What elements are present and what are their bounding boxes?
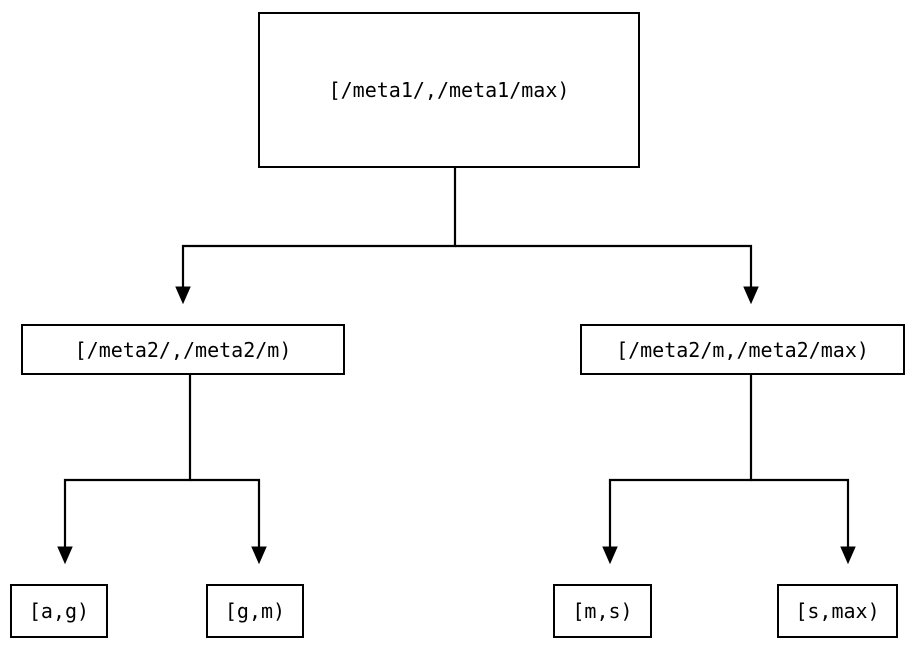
- tree-node-mid-right[interactable]: [/meta2/m,/meta2/max): [580, 324, 905, 375]
- tree-node-mid-left[interactable]: [/meta2/,/meta2/m): [21, 324, 345, 375]
- edge-root-to-mid-left: [175, 168, 457, 305]
- tree-node-leaf-gm[interactable]: [g,m): [206, 584, 304, 638]
- tree-node-root-label: [/meta1/,/meta1/max): [328, 78, 570, 102]
- edge-mid-left-to-leaf-ag: [57, 375, 192, 565]
- tree-node-root[interactable]: [/meta1/,/meta1/max): [258, 12, 640, 168]
- tree-node-leaf-ms-label: [m,s): [572, 599, 633, 623]
- tree-node-leaf-ag-label: [a,g): [28, 599, 90, 623]
- tree-node-leaf-ms[interactable]: [m,s): [553, 584, 652, 638]
- tree-node-leaf-gm-label: [g,m): [224, 599, 286, 623]
- edge-mid-left-to-leaf-gm: [190, 478, 267, 565]
- arrowhead-icon: [602, 546, 618, 565]
- edge-mid-right-to-leaf-smax: [751, 478, 856, 565]
- tree-node-mid-left-label: [/meta2/,/meta2/m): [74, 337, 292, 362]
- arrowhead-icon: [840, 546, 856, 565]
- edge-mid-right-to-leaf-ms: [602, 375, 753, 565]
- arrowhead-icon: [743, 286, 759, 305]
- edge-root-to-mid-right: [455, 244, 759, 305]
- arrowhead-icon: [251, 546, 267, 565]
- tree-node-leaf-smax-label: [s,max): [795, 599, 880, 623]
- tree-node-leaf-ag[interactable]: [a,g): [10, 584, 108, 638]
- arrowhead-icon: [175, 286, 191, 305]
- tree-node-leaf-smax[interactable]: [s,max): [777, 584, 898, 638]
- arrowhead-icon: [57, 546, 73, 565]
- tree-node-mid-right-label: [/meta2/m,/meta2/max): [616, 337, 869, 362]
